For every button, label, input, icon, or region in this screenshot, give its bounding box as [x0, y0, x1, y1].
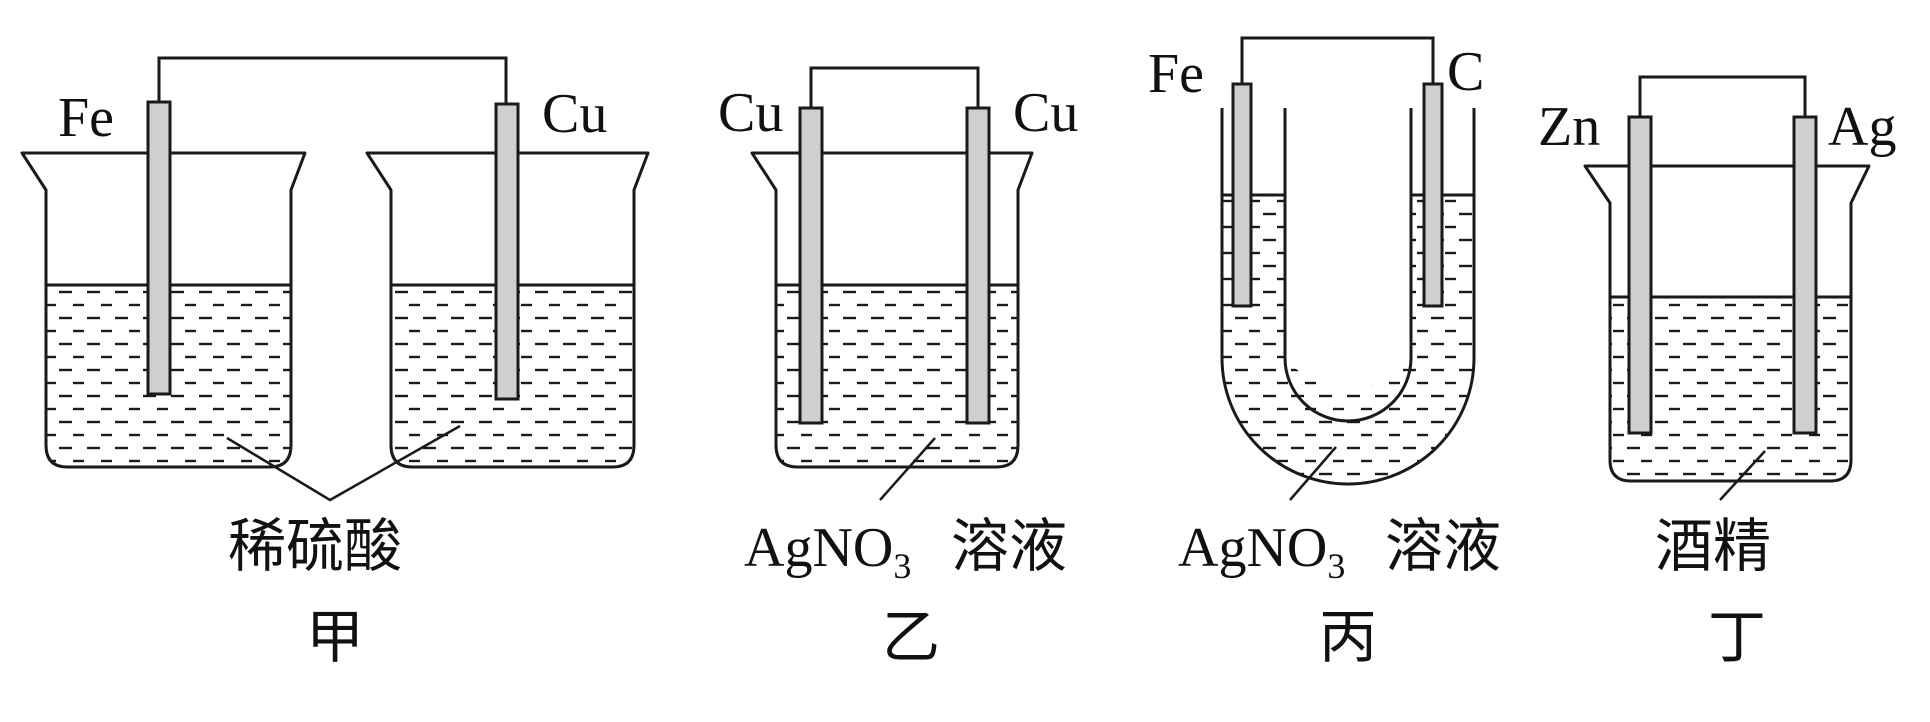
yi-right-electrode — [965, 106, 991, 425]
ding-ag-electrode — [1792, 115, 1818, 435]
yi-solution-label: AgNO3 溶液 — [744, 512, 1067, 586]
bing-right-label: C — [1447, 41, 1484, 103]
cell-jia: Fe Cu 稀硫酸 甲 — [20, 56, 650, 671]
bing-u-tube — [1220, 108, 1476, 486]
bing-solution-label: AgNO3 溶液 — [1178, 512, 1501, 586]
ding-left-label: Zn — [1538, 96, 1600, 158]
svg-text:AgNO3: AgNO3 — [744, 517, 911, 586]
yi-right-label: Cu — [1013, 82, 1078, 144]
ding-solution-leader — [1719, 450, 1766, 501]
bing-solution-leader — [1289, 446, 1337, 501]
yi-wire — [809, 66, 980, 108]
jia-left-beaker — [20, 151, 307, 469]
cell-yi: Cu Cu AgNO3 溶液 乙 — [718, 66, 1078, 671]
bing-c-electrode — [1422, 82, 1444, 308]
bing-liquid — [1222, 193, 1474, 484]
bing-wire — [1240, 36, 1435, 84]
jia-caption: 甲 — [306, 603, 364, 671]
yi-beaker — [750, 151, 1034, 469]
svg-text:溶液: 溶液 — [951, 512, 1067, 580]
jia-right-label: Cu — [542, 83, 607, 145]
ding-caption: 丁 — [1708, 603, 1766, 671]
yi-left-label: Cu — [718, 82, 783, 144]
ding-right-label: Ag — [1828, 96, 1896, 158]
jia-cu-electrode — [494, 102, 520, 401]
jia-fe-electrode — [146, 100, 172, 396]
jia-solution-label: 稀硫酸 — [228, 512, 402, 580]
cell-bing: Fe C AgNO3 溶液 丙 — [1148, 36, 1501, 671]
ding-solution-label: 酒精 — [1655, 512, 1771, 580]
ding-beaker — [1583, 164, 1871, 483]
jia-wire — [157, 56, 508, 104]
yi-solution-leader — [879, 437, 936, 501]
jia-right-beaker — [365, 151, 650, 469]
svg-text:溶液: 溶液 — [1385, 512, 1501, 580]
bing-fe-electrode — [1231, 82, 1253, 308]
ding-zn-electrode — [1627, 115, 1653, 435]
yi-caption: 乙 — [882, 603, 940, 671]
cell-ding: Zn Ag 酒精 丁 — [1538, 75, 1896, 671]
bing-caption: 丙 — [1319, 603, 1377, 671]
bing-left-label: Fe — [1148, 43, 1204, 105]
yi-left-electrode — [798, 106, 824, 425]
ding-wire — [1638, 75, 1807, 117]
jia-solution-leader — [226, 424, 461, 502]
svg-text:AgNO3: AgNO3 — [1178, 517, 1345, 586]
jia-left-label: Fe — [58, 87, 114, 149]
